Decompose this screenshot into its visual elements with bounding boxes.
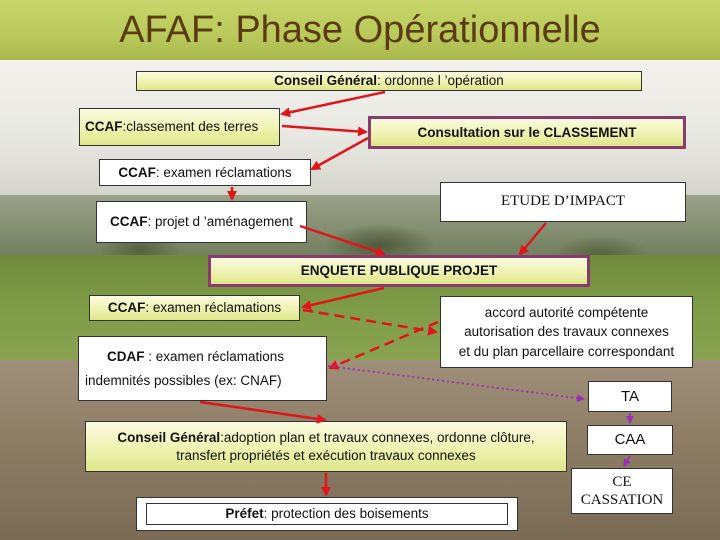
node-label-bold: Préfet — [225, 506, 264, 522]
node-label: TA — [620, 387, 640, 405]
node-enquete-publique: ENQUETE PUBLIQUE PROJET — [208, 255, 590, 287]
node-label-line3: et du plan parcellaire correspondant — [458, 343, 675, 359]
node-label-bold: Conseil Général — [274, 73, 377, 89]
arrow-cdaf-to-cg — [199, 400, 327, 424]
node-label-bold: CCAF — [109, 214, 148, 230]
node-label-line1: accord autorité compétente — [484, 304, 649, 320]
node-ccaf-projet: CCAF: projet d ’aménagement — [96, 201, 307, 243]
arrow-projet-to-enquete — [299, 224, 386, 257]
node-ccaf-reclamations-2: CCAF: examen réclamations — [89, 295, 300, 321]
node-label-bold: ENQUETE PUBLIQUE PROJET — [300, 263, 498, 279]
node-label-bold: CCAF — [118, 164, 156, 180]
node-ce-cassation: CE CASSATION — [571, 468, 673, 514]
node-label-bold: CDAF — [107, 348, 145, 364]
node-ta: TA — [588, 381, 672, 412]
arrow-cg-to-ccaf-classement — [280, 90, 386, 118]
node-etude-impact: ETUDE D’IMPACT — [440, 182, 686, 222]
arrow-cdaf-to-ta — [327, 365, 585, 403]
node-label-bold: Consultation sur le CLASSEMENT — [417, 124, 637, 140]
arrow-enquete-to-reclamations — [301, 286, 385, 311]
node-label-line2: autorisation des travaux connexes — [464, 324, 669, 340]
node-label-bold: CCAF — [107, 300, 146, 316]
node-conseil-general-top: Conseil Général: ordonne l ’opération — [136, 71, 642, 91]
node-label-bold: CCAF — [85, 119, 123, 135]
node-label: : protection des boisements — [263, 506, 429, 522]
node-label-line2: transfert propriétés et exécution travau… — [176, 447, 476, 463]
node-label: CAA — [614, 431, 646, 449]
node-label-line2: indemnités possibles (ex: CNAF) — [85, 372, 282, 388]
node-consultation-classement: Consultation sur le CLASSEMENT — [368, 116, 686, 149]
title-band — [0, 0, 720, 60]
node-label: :classement des terres — [122, 119, 259, 135]
node-prefet-outer: Préfet: protection des boisements — [136, 497, 518, 531]
node-accord-autorite: accord autorité compétente autorisation … — [440, 296, 693, 368]
arrow-dashed-reclamations-to-accord — [302, 308, 438, 336]
arrow-dashed-accord-to-cdaf — [328, 320, 439, 370]
arrow-consultation-to-reclamations — [310, 136, 369, 171]
node-conseil-general-bottom: Conseil Général:adoption plan et travaux… — [85, 421, 567, 472]
node-label: : examen réclamations — [155, 164, 292, 180]
node-label: : examen réclamations — [145, 300, 282, 316]
node-label: : ordonne l ’opération — [376, 73, 504, 89]
node-ccaf-classement: CCAF:classement des terres — [79, 108, 280, 146]
node-label: : examen réclamations — [144, 348, 285, 364]
node-caa: CAA — [587, 425, 673, 455]
arrow-classement-to-consultation — [281, 124, 368, 137]
arrow-etude-to-enquete — [518, 222, 547, 256]
node-label: : projet d ’aménagement — [147, 214, 294, 230]
node-prefet: Préfet: protection des boisements — [146, 503, 508, 525]
node-label-line2: CASSATION — [580, 492, 664, 508]
node-cdaf: CDAF : examen réclamations indemnités po… — [78, 336, 327, 401]
node-label-line1: CE — [612, 474, 632, 490]
node-ccaf-reclamations-1: CCAF: examen réclamations — [99, 159, 311, 186]
slide-title: AFAF: Phase Opérationnelle — [119, 9, 601, 51]
node-label: :adoption plan et travaux connexes, ordo… — [220, 429, 535, 445]
node-label: ETUDE D’IMPACT — [500, 193, 626, 210]
arrow-caa-to-ce — [623, 455, 632, 467]
node-label-bold: Conseil Général — [117, 429, 221, 445]
